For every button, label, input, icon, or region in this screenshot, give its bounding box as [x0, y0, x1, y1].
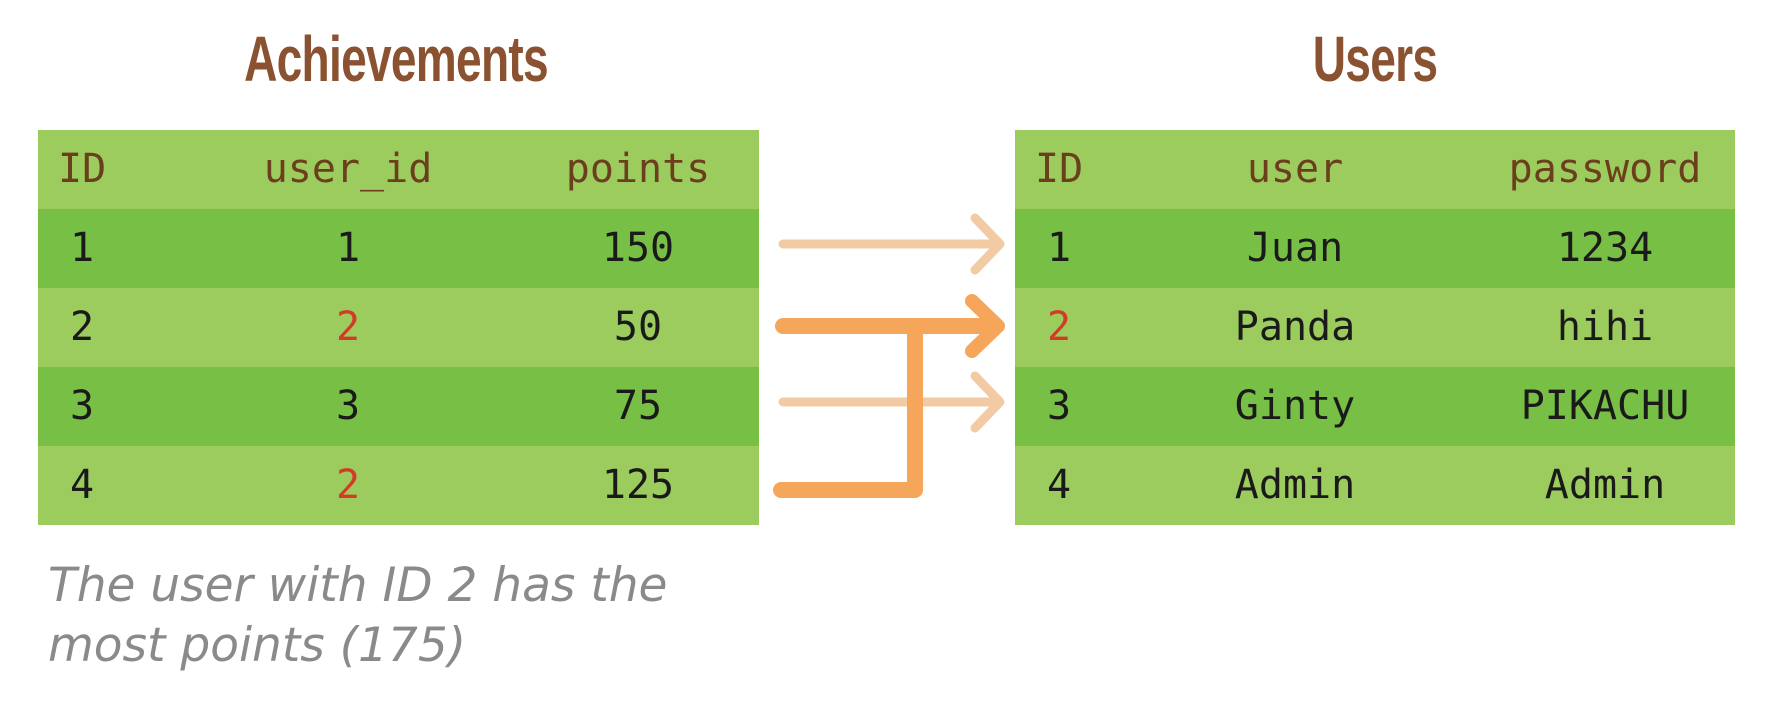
- header-cell-password: password: [1508, 146, 1702, 192]
- cell-user-id-highlight: 2: [335, 304, 361, 350]
- cell-points: 150: [601, 225, 675, 271]
- table-header-row: ID user_id points: [38, 130, 759, 209]
- cell-points: 125: [601, 462, 675, 508]
- achievements-table: ID user_id points 1 1 150 2 2 50 3 3 75 …: [38, 130, 759, 526]
- faint-arrow-row-1: [778, 213, 1005, 275]
- cell-id: 4: [1047, 462, 1072, 508]
- cell-password: Admin: [1544, 462, 1666, 508]
- header-cell-id: ID: [58, 146, 107, 192]
- table-row: 4 2 125: [38, 446, 759, 525]
- cell-id: 3: [1047, 383, 1072, 429]
- cell-user: Juan: [1246, 225, 1344, 271]
- note-line-1: The user with ID 2 has the: [48, 558, 668, 613]
- cell-id: 1: [70, 225, 95, 271]
- cell-user-id-highlight: 2: [335, 462, 361, 508]
- cell-id: 1: [1047, 225, 1072, 271]
- strong-connector-row-4: [773, 326, 923, 498]
- table-row: 1 1 150: [38, 209, 759, 288]
- cell-id: 4: [70, 462, 95, 508]
- cell-user: Admin: [1234, 462, 1356, 508]
- cell-user: Panda: [1234, 304, 1356, 350]
- faint-arrow-row-3: [778, 371, 1005, 433]
- table-row: 3 3 75: [38, 367, 759, 446]
- points-note: The user with ID 2 has the most points (…: [48, 556, 698, 676]
- cell-id-highlight: 2: [1047, 304, 1072, 350]
- header-cell-user-id: user_id: [263, 146, 433, 192]
- table-row: 2 Panda hihi: [1015, 288, 1735, 367]
- cell-user-id: 1: [335, 225, 361, 271]
- cell-password: 1234: [1556, 225, 1654, 271]
- cell-user-id: 3: [335, 383, 361, 429]
- header-cell-id: ID: [1035, 146, 1084, 192]
- table-row: 4 Admin Admin: [1015, 446, 1735, 525]
- header-cell-user: user: [1246, 146, 1344, 192]
- users-table: ID user password 1 Juan 1234 2 Panda hih…: [1015, 130, 1735, 526]
- strong-arrow-row-2: [775, 294, 1005, 358]
- table-header-row: ID user password: [1015, 130, 1735, 209]
- cell-id: 2: [70, 304, 95, 350]
- cell-id: 3: [70, 383, 95, 429]
- cell-user: Ginty: [1234, 383, 1356, 429]
- header-cell-points: points: [565, 146, 711, 192]
- table-row: 1 Juan 1234: [1015, 209, 1735, 288]
- cell-password: PIKACHU: [1520, 383, 1690, 429]
- users-title: Users: [1312, 23, 1438, 95]
- table-row: 3 Ginty PIKACHU: [1015, 367, 1735, 446]
- note-line-2: most points (175): [48, 618, 467, 673]
- cell-points: 75: [613, 383, 663, 429]
- cell-points: 50: [613, 304, 663, 350]
- achievements-title: Achievements: [244, 23, 549, 95]
- cell-password: hihi: [1556, 304, 1654, 350]
- table-row: 2 2 50: [38, 288, 759, 367]
